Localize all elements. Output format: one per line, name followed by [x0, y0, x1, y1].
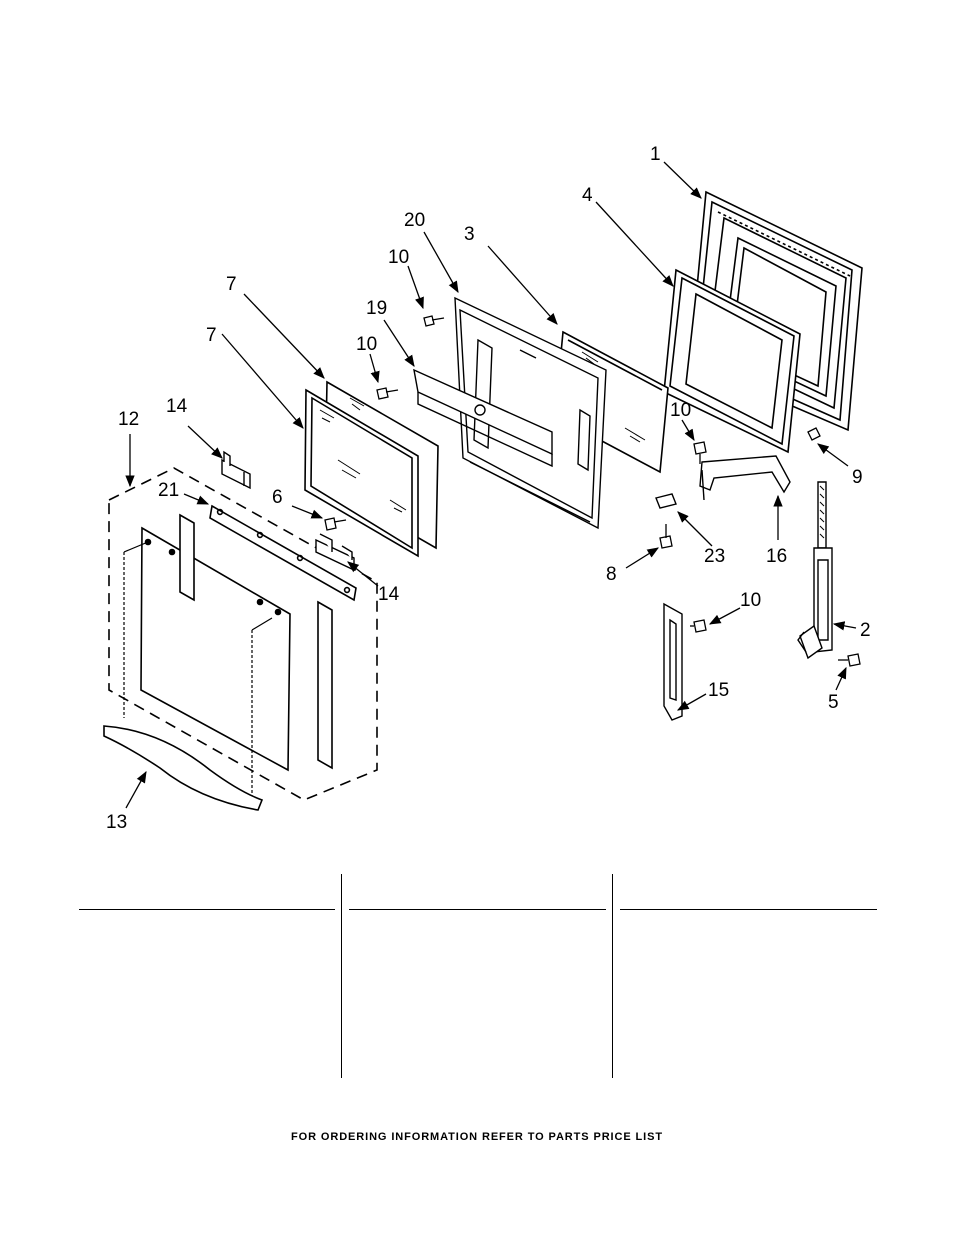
part-clip-lower: [315, 533, 355, 572]
callout-1: 1: [650, 144, 661, 165]
callout-21: 21: [158, 480, 179, 501]
part-glass-front: [304, 388, 419, 558]
callout-6: 6: [272, 487, 283, 508]
callout-14-lower: 14: [378, 584, 400, 605]
callout-5: 5: [828, 692, 839, 713]
callout-3: 3: [464, 224, 475, 245]
part-trim-strip: [209, 504, 357, 602]
part-heat-shield: [413, 368, 553, 468]
callout-12: 12: [118, 409, 139, 430]
callout-9: 9: [852, 467, 863, 488]
callout-16: 16: [766, 546, 787, 567]
table-divider-left: [341, 874, 342, 1078]
part-outer-door-panel: [123, 526, 291, 796]
part-door-handle: [103, 725, 264, 811]
callout-10-right: 10: [670, 400, 691, 421]
ordering-info-footer: FOR ORDERING INFORMATION REFER TO PARTS …: [291, 1131, 663, 1143]
callout-23: 23: [704, 546, 725, 567]
table-header-rule-col1: [79, 909, 335, 910]
callout-20: 20: [404, 210, 425, 231]
part-clip-23: [655, 493, 677, 509]
part-screws: [324, 315, 861, 667]
part-hinge: [797, 481, 833, 660]
callout-7-front: 7: [206, 325, 217, 346]
part-door-assembly-outline: [108, 467, 378, 801]
callout-10-lower: 10: [740, 590, 761, 611]
callout-8: 8: [606, 564, 617, 585]
table-header-rule-col2: [349, 909, 606, 910]
callout-10-middle: 10: [356, 334, 377, 355]
callout-4: 4: [582, 185, 593, 206]
part-clip-upper: [221, 450, 251, 490]
callout-14-upper: 14: [166, 396, 188, 417]
part-door-liner-frame: [663, 268, 801, 454]
callout-7-rear: 7: [226, 274, 237, 295]
callout-leaders: [125, 161, 857, 809]
part-vertical-bracket: [663, 602, 683, 721]
part-hinge-bracket: [699, 455, 791, 501]
table-header-rule-col3: [620, 909, 877, 910]
callout-15: 15: [708, 680, 729, 701]
callout-2: 2: [860, 620, 871, 641]
parts-table-grid: [0, 870, 954, 1085]
callout-19: 19: [366, 298, 387, 319]
callout-13: 13: [106, 812, 127, 833]
exploded-parts-diagram: 1 4 20 3 10 19 10 7 7 12 14 21 6 14 10 9…: [103, 144, 871, 833]
table-divider-right: [612, 874, 613, 1078]
callout-10-top: 10: [388, 247, 409, 268]
part-side-trims: [179, 513, 333, 770]
